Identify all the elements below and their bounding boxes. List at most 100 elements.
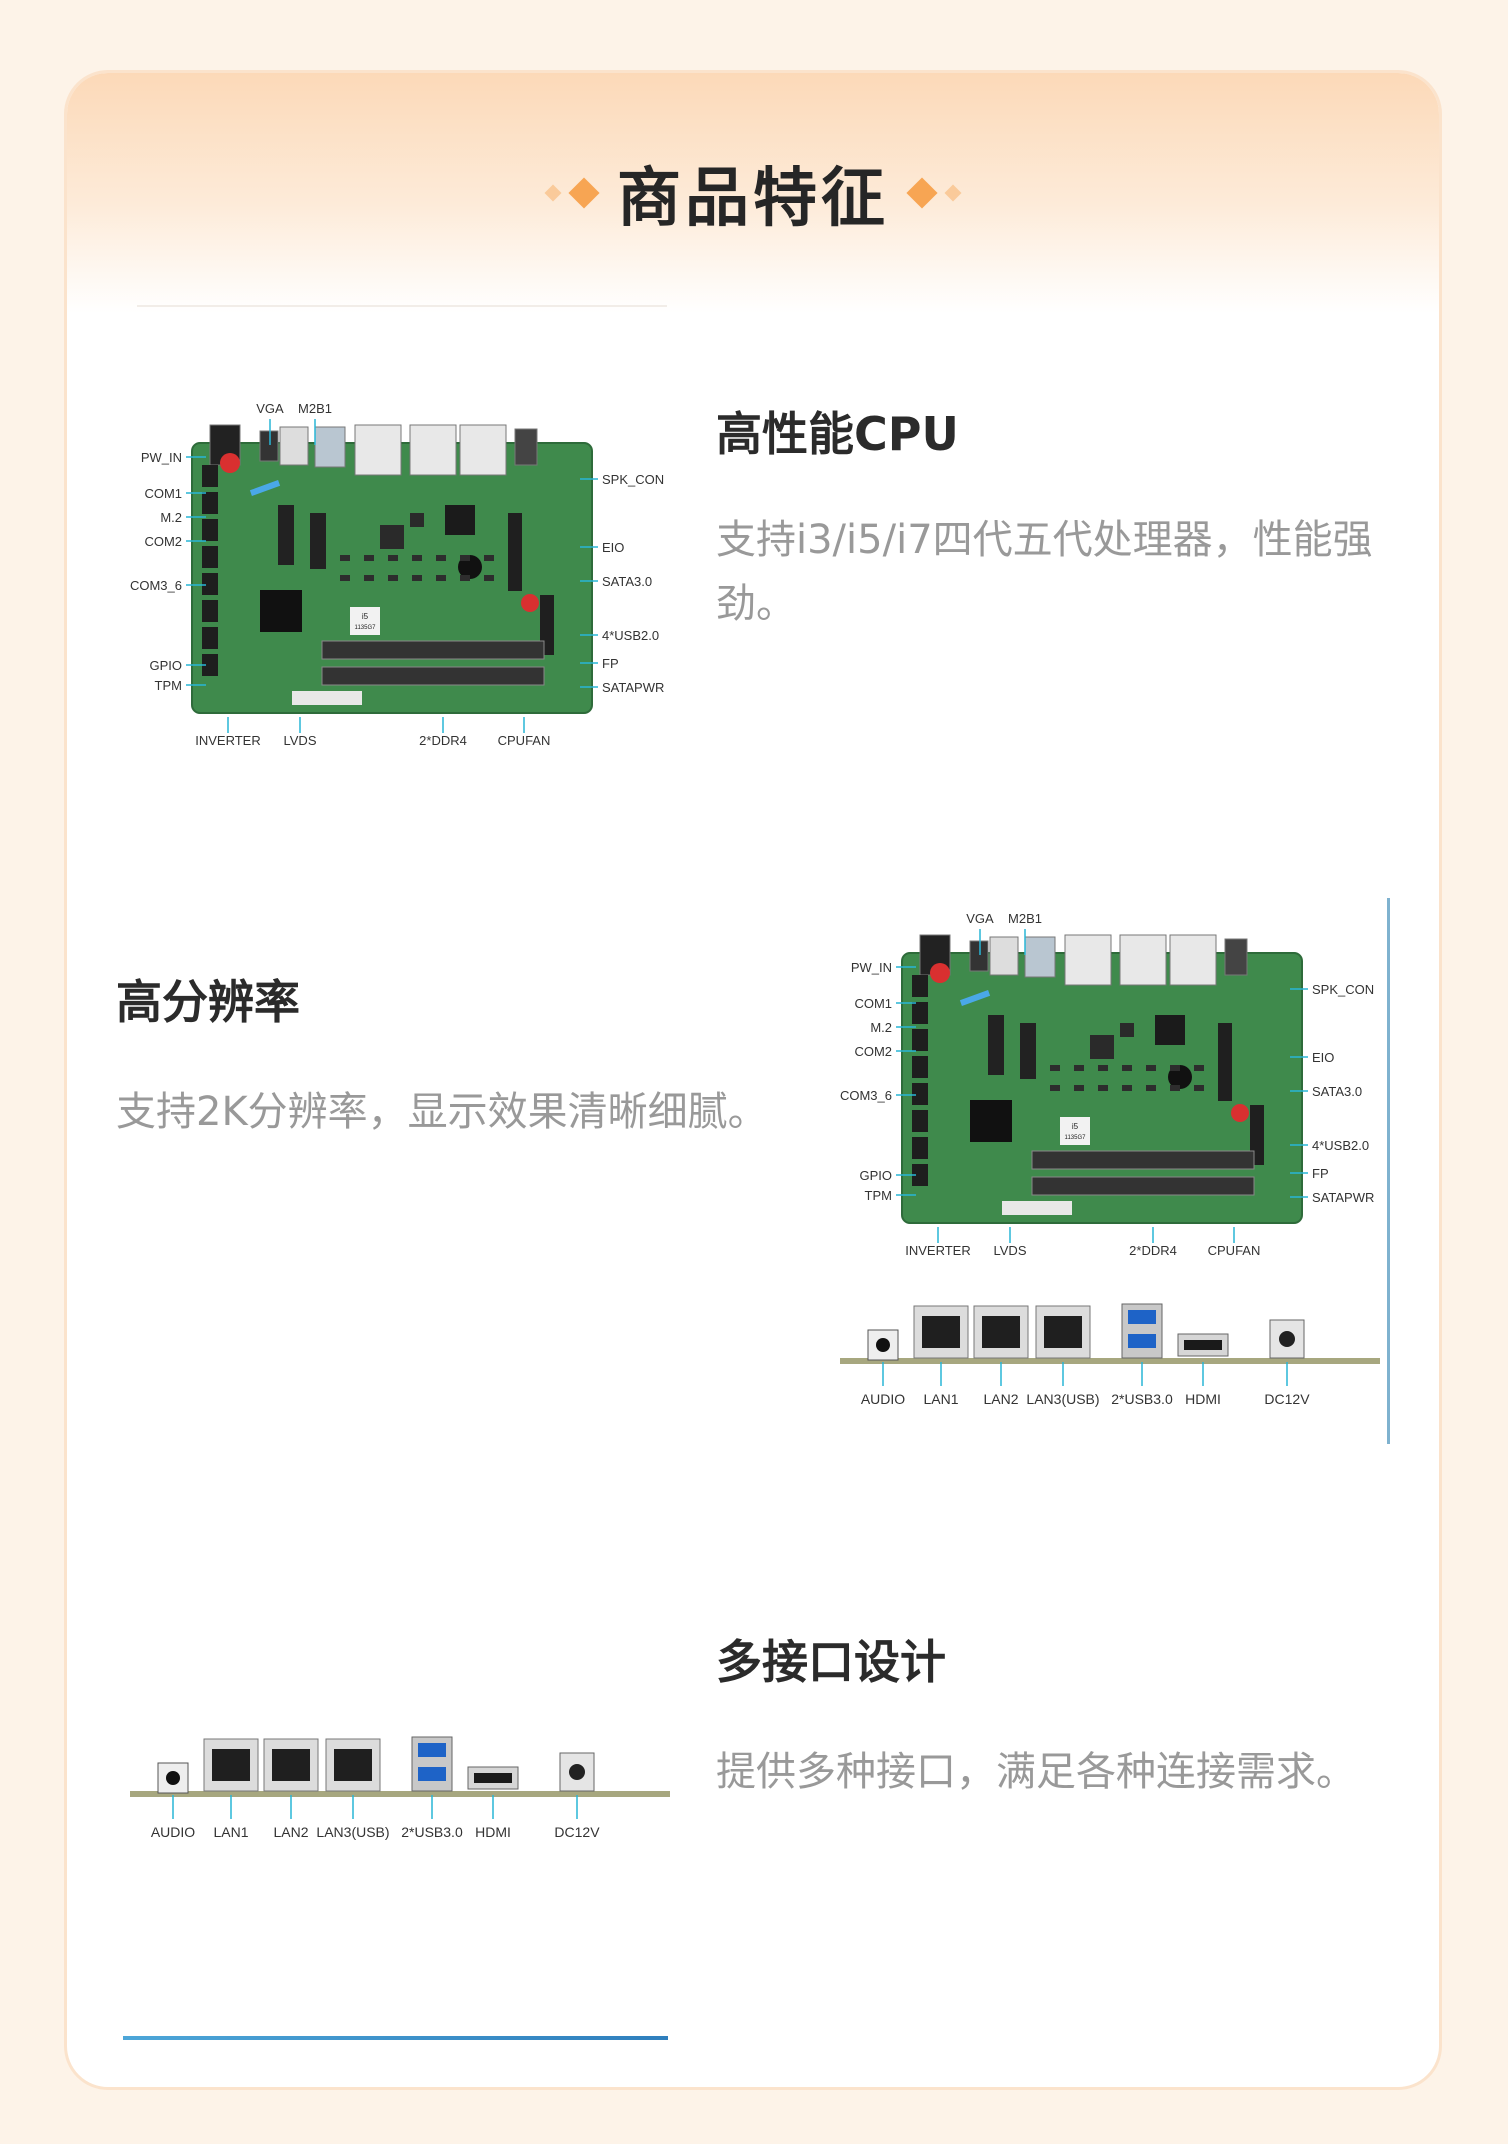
smd-component	[1098, 1085, 1108, 1091]
panel-rail	[130, 1791, 670, 1797]
pin-header	[202, 600, 218, 622]
sticker	[1231, 1104, 1249, 1122]
smd-component	[340, 555, 350, 561]
usb3-port-tongue	[418, 1767, 446, 1781]
board-label: M.2	[870, 1020, 892, 1035]
label-strip	[249, 480, 281, 496]
io-label: DC12V	[554, 1824, 600, 1840]
smd-component	[1146, 1065, 1156, 1071]
smd-component	[1098, 1065, 1108, 1071]
io-label: LAN1	[213, 1824, 248, 1840]
sticker	[220, 453, 240, 473]
card-header-band	[67, 73, 1439, 313]
top-connector	[1119, 934, 1167, 986]
board-label: INVERTER	[195, 733, 261, 748]
audio-jack-hole	[876, 1338, 890, 1352]
io-label: DC12V	[1264, 1391, 1310, 1407]
right-diamonds-icon	[906, 177, 962, 209]
top-connector	[259, 430, 279, 462]
smd-component	[484, 555, 494, 561]
chip	[380, 525, 404, 549]
feature-1-desc: 支持i3/i5/i7四代五代处理器，性能强劲。	[716, 517, 1373, 627]
board-label: PW_IN	[141, 450, 182, 465]
board-label: SATA3.0	[602, 574, 652, 589]
cpu-label	[1060, 1117, 1090, 1145]
smd-component	[1050, 1085, 1060, 1091]
m2-slot	[1020, 1023, 1036, 1079]
top-connector	[514, 428, 538, 466]
top-connector	[1024, 936, 1056, 978]
board-label: COM2	[144, 534, 182, 549]
image-border-bottom	[123, 2036, 668, 2040]
ddr-slot	[321, 640, 545, 660]
pin-header	[912, 1083, 928, 1105]
pin-header	[912, 1056, 928, 1078]
board-label: SATAPWR	[602, 680, 664, 695]
board-label: COM1	[854, 996, 892, 1011]
smd-component	[340, 575, 350, 581]
chip	[970, 1100, 1012, 1142]
board-label: TPM	[865, 1188, 892, 1203]
board-label: 4*USB2.0	[1312, 1138, 1369, 1153]
barcode-label	[292, 691, 362, 705]
smd-component	[484, 575, 494, 581]
usb-header	[1250, 1105, 1264, 1165]
cpu-label-text: 1135G7	[1065, 1135, 1087, 1141]
chip	[1155, 1015, 1185, 1045]
lan-port-opening	[272, 1749, 310, 1781]
left-diamonds-icon	[544, 177, 600, 209]
usb-header	[540, 595, 554, 655]
smd-component	[1146, 1085, 1156, 1091]
cpu-label-text: i5	[1072, 1122, 1079, 1131]
smd-component	[364, 575, 374, 581]
dc-jack-hole	[569, 1764, 585, 1780]
title-row: 商品特征	[67, 148, 1439, 238]
feature-3-title: 多接口设计	[716, 1635, 946, 1689]
top-connector	[459, 424, 507, 476]
board-label: SATA3.0	[1312, 1084, 1362, 1099]
board-label: CPUFAN	[498, 733, 551, 748]
top-connector	[354, 424, 402, 476]
pin-header	[202, 573, 218, 595]
io-label: LAN2	[273, 1824, 308, 1840]
io-label: LAN3(USB)	[1026, 1391, 1099, 1407]
board-label: CPUFAN	[1208, 1243, 1261, 1258]
board-label: EIO	[1312, 1050, 1334, 1065]
chip	[1090, 1035, 1114, 1059]
feature-2-desc: 支持2K分辨率，显示效果清晰细腻。	[116, 1089, 768, 1135]
board-label: COM2	[854, 1044, 892, 1059]
board-label: LVDS	[994, 1243, 1027, 1258]
smd-component	[1074, 1065, 1084, 1071]
io-label: 2*USB3.0	[1111, 1391, 1173, 1407]
feature-3-desc: 提供多种接口，满足各种连接需求。	[716, 1749, 1356, 1795]
board-label: COM1	[144, 486, 182, 501]
board-label: GPIO	[149, 658, 182, 673]
io-label: AUDIO	[151, 1824, 195, 1840]
usb3-port-tongue	[1128, 1334, 1156, 1348]
lan-port-opening	[212, 1749, 250, 1781]
top-connector	[1064, 934, 1112, 986]
pin-header	[202, 465, 218, 487]
board-label: GPIO	[859, 1168, 892, 1183]
feature-1-title: 高性能CPU	[716, 407, 959, 461]
board-label: 2*DDR4	[419, 733, 467, 748]
pin-header	[912, 1029, 928, 1051]
smd-component	[1170, 1085, 1180, 1091]
pin-header	[202, 519, 218, 541]
barcode-label	[1002, 1201, 1072, 1215]
board-label: COM3_6	[840, 1088, 892, 1103]
hdmi-port-opening	[474, 1773, 512, 1783]
smd-component	[460, 555, 470, 561]
m2-slot	[988, 1015, 1004, 1075]
sticker	[930, 963, 950, 983]
io-label: LAN3(USB)	[316, 1824, 389, 1840]
top-connector	[989, 936, 1019, 976]
smd-component	[1194, 1065, 1204, 1071]
usb3-port-tongue	[418, 1743, 446, 1757]
cpu-label-text: 1135G7	[355, 625, 377, 631]
board-label: SPK_CON	[1312, 982, 1374, 997]
audio-jack-hole	[166, 1771, 180, 1785]
pin-header	[202, 654, 218, 676]
board-label: M.2	[160, 510, 182, 525]
